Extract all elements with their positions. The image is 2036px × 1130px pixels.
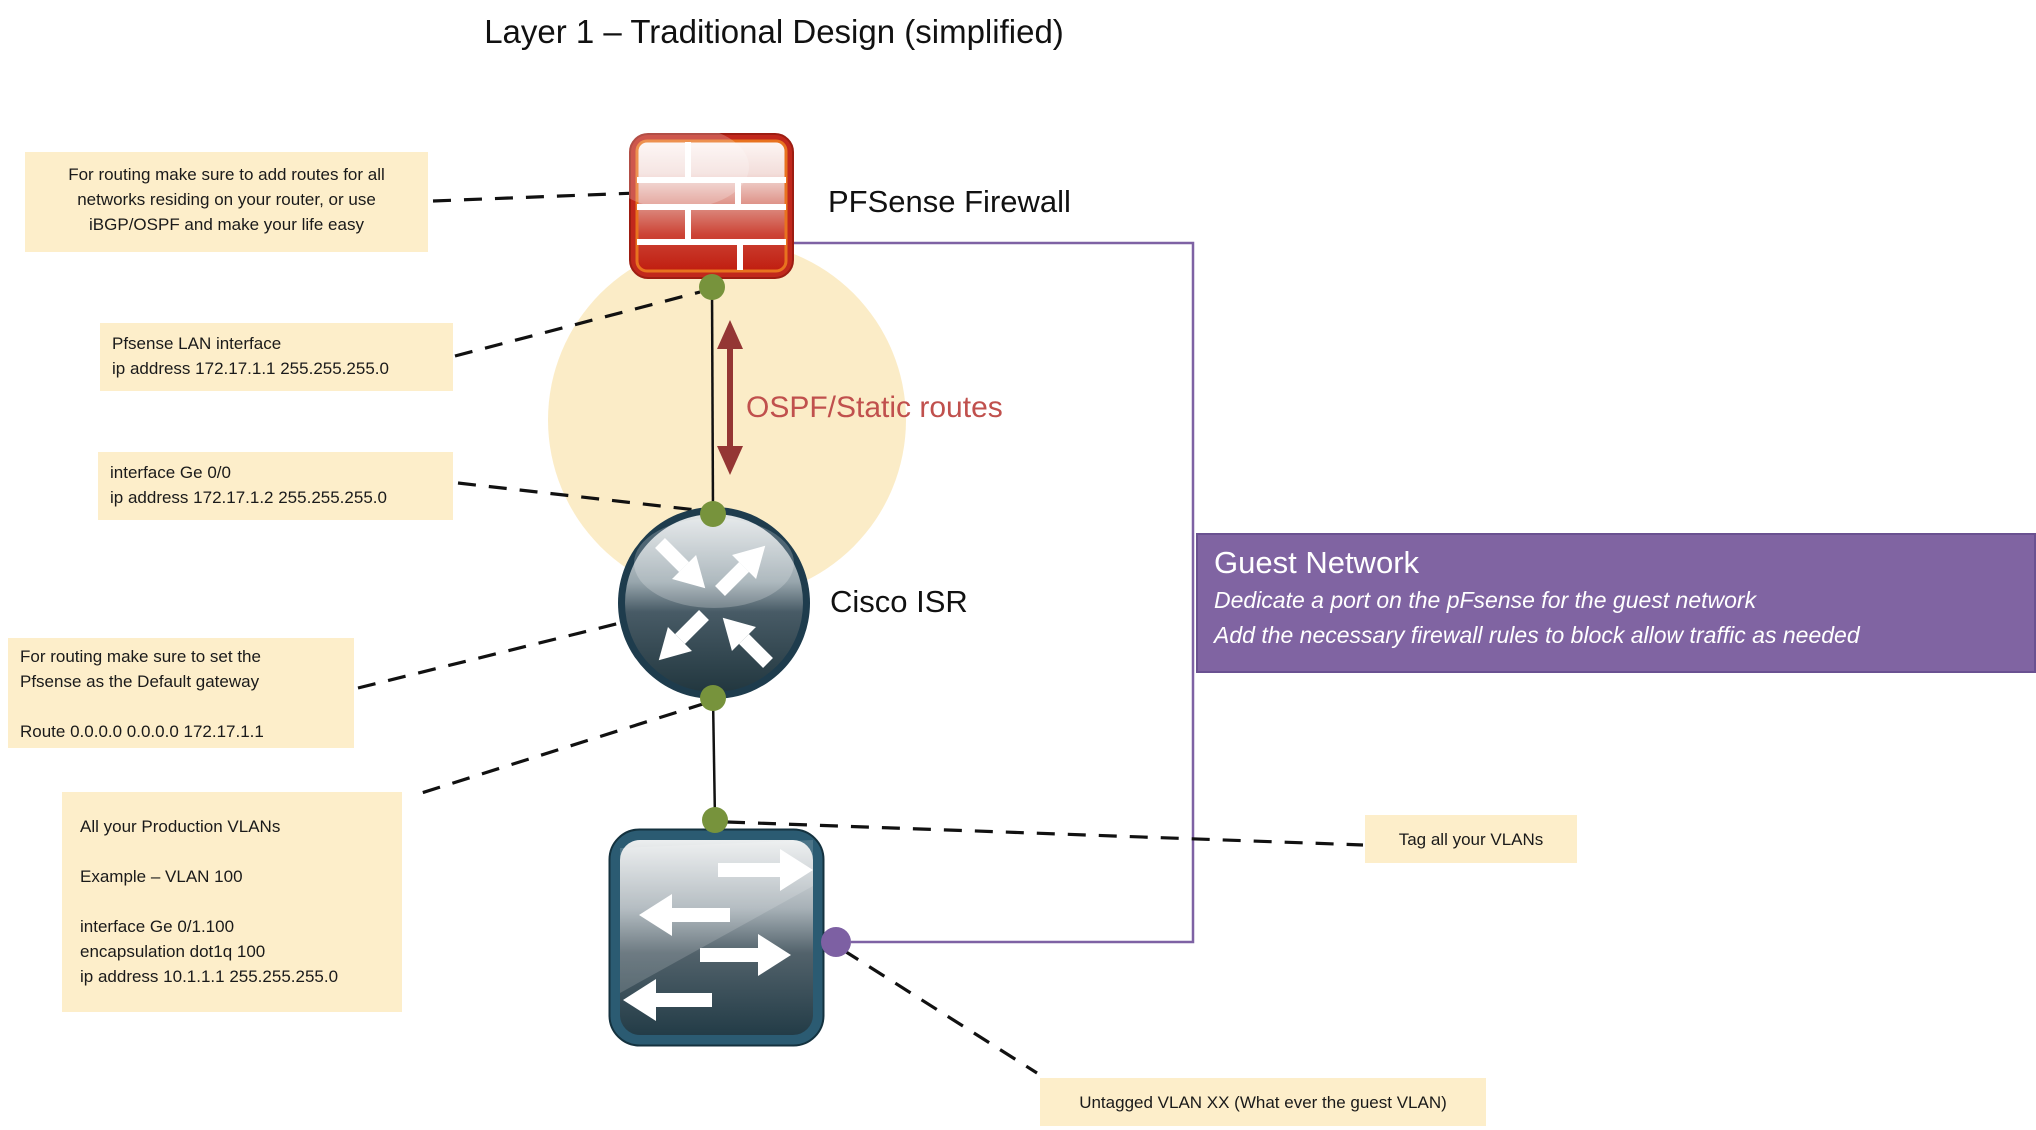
note-line: For routing make sure to set the [20,647,261,666]
ospf-static-routes-label: OSPF/Static routes [746,391,1003,424]
leader-default-gateway [357,620,625,690]
note-pfsense-lan: Pfsense LAN interface ip address 172.17.… [100,323,453,391]
note-production-vlans: All your Production VLANs Example – VLAN… [62,792,402,1012]
note-line: Pfsense as the Default gateway [20,672,260,691]
note-line: networks residing on your router, or use [77,190,376,209]
firewall-router-link-line [710,286,715,515]
note-tag-vlans: Tag all your VLANs [1365,815,1577,863]
note-line: iBGP/OSPF and make your life easy [89,215,364,234]
router-switch-link-line [711,697,717,821]
note-blank-line [80,889,390,914]
leader-routing-routes [432,191,638,203]
note-line: Example – VLAN 100 [80,867,243,886]
note-line: ip address 10.1.1.1 255.255.255.0 [80,967,339,986]
note-line: Pfsense LAN interface [112,334,282,353]
note-blank-line [80,839,390,864]
note-line: encapsulation dot1q 100 [80,942,266,961]
guest-network-line: Dedicate a port on the pFsense for the g… [1214,587,1757,613]
note-line: ip address 172.17.1.2 255.255.255.0 [110,488,387,507]
note-router-ge00: interface Ge 0/0 ip address 172.17.1.2 2… [98,452,453,520]
note-routing-routes: For routing make sure to add routes for … [25,152,428,252]
leader-production-vlans [411,701,707,798]
note-line: interface Ge 0/1.100 [80,917,235,936]
note-line: ip address 172.17.1.1 255.255.255.0 [112,359,389,378]
ospf-double-arrow [717,320,743,475]
note-blank-line [20,694,342,719]
leader-pfsense-lan [454,290,701,358]
firewall-label: PFSense Firewall [828,184,1071,219]
guest-network-banner: Guest Network Dedicate a port on the pFs… [1196,533,2036,673]
note-line: For routing make sure to add routes for … [68,165,385,184]
firewall-icon [629,133,794,279]
note-default-gateway: For routing make sure to set the Pfsense… [8,638,354,748]
router-icon [616,505,812,701]
note-line: Route 0.0.0.0 0.0.0.0 172.17.1.1 [20,722,264,741]
switch-icon [608,828,825,1047]
note-line: interface Ge 0/0 [110,463,231,482]
diagram-title: Layer 1 – Traditional Design (simplified… [484,13,1064,50]
note-untagged-vlan: Untagged VLAN XX (What ever the guest VL… [1040,1078,1486,1126]
guest-network-title: Guest Network [1214,545,1420,580]
switch-guest-port-dot [821,927,851,957]
leader-untagged-vlan [842,948,1038,1075]
router-label: Cisco ISR [830,584,968,619]
guest-network-line: Add the necessary firewall rules to bloc… [1214,622,1860,648]
note-line: All your Production VLANs [80,817,281,836]
